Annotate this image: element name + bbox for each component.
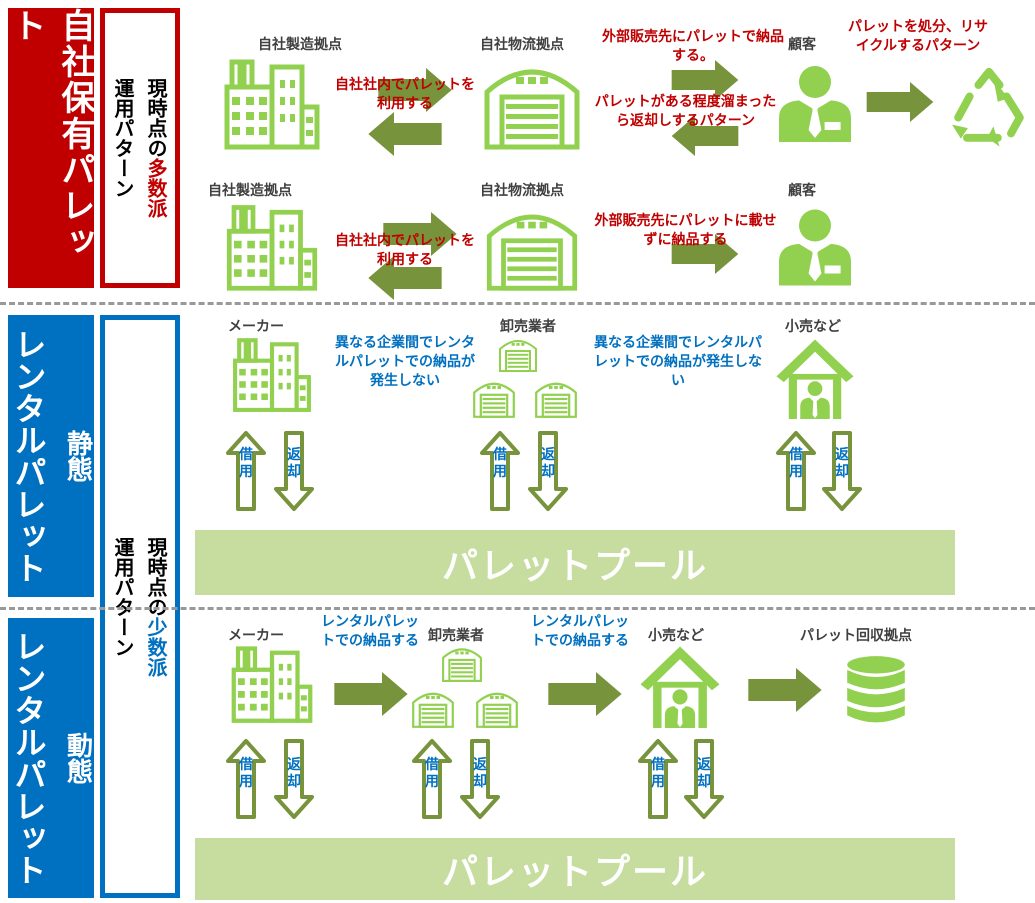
warehouse-icon xyxy=(466,375,522,419)
row1-factory-label: 自社製造拠点 xyxy=(258,37,342,53)
arrow-right-icon xyxy=(740,668,830,712)
rental-static-band: レンタルパレット 静態 xyxy=(8,315,94,597)
arrow-right-icon xyxy=(545,672,625,716)
rental-pattern-minority: 少数派 xyxy=(144,616,168,677)
rental-pattern-line2: 運用パターン xyxy=(111,536,135,657)
return-label: 返却 xyxy=(287,447,301,480)
own-pallet-title: 自社保有パレット xyxy=(6,8,95,260)
recycle-icon xyxy=(945,58,1033,156)
row1-deliver-note: 外部販売先にパレットで納品する。 xyxy=(602,29,784,64)
shop-icon xyxy=(638,640,722,732)
own-pallet-band: 自社保有パレット xyxy=(6,8,95,288)
row3-retail-label: 小売など xyxy=(785,319,841,335)
row1-warehouse-label: 自社物流拠点 xyxy=(480,37,564,53)
borrow-label: 借用 xyxy=(789,447,803,480)
shop-icon xyxy=(774,332,856,424)
borrow-label: 借用 xyxy=(493,447,507,480)
row1-return-note: パレットがある程度溜まったら返却しするパターン xyxy=(594,94,777,129)
row3-wholesaler-label: 卸売業者 xyxy=(500,319,556,335)
warehouse-icon xyxy=(482,52,582,152)
row3-note2: 異なる企業間でレンタルパレットでの納品が発生しない xyxy=(594,335,762,389)
row1-internal-note: 自社社内でパレットを利用する xyxy=(335,77,475,112)
static-label: 静態 xyxy=(62,430,93,482)
row4-retail-label: 小売など xyxy=(648,628,704,644)
row1-recycle-note: パレットを処分、リサイクルするパターン xyxy=(848,19,988,54)
row2-warehouse-label: 自社物流拠点 xyxy=(480,183,564,199)
rental-pattern-line1: 現時点の xyxy=(144,536,168,617)
factory-icon xyxy=(222,640,322,725)
return-label: 返却 xyxy=(835,447,849,480)
factory-icon xyxy=(222,52,322,152)
return-label: 返却 xyxy=(541,447,555,480)
borrow-label: 借用 xyxy=(651,757,665,790)
arrow-left-icon xyxy=(350,112,460,156)
rental-pattern-box: 現時点の少数派 運用パターン xyxy=(100,315,180,898)
return-label: 返却 xyxy=(287,757,301,790)
pallet-pool-dynamic: パレットプール xyxy=(195,838,955,900)
rental-static-title: レンタルパレット xyxy=(9,328,48,584)
borrow-label: 借用 xyxy=(239,447,253,480)
warehouse-icon xyxy=(404,685,462,729)
row2-deliver-note: 外部販売先にパレットに載せずに納品する xyxy=(594,213,777,248)
own-pattern-line1: 現時点の xyxy=(144,78,168,158)
rental-dynamic-title: レンタルパレット xyxy=(9,630,48,886)
warehouse-icon xyxy=(438,641,486,683)
row2-customer-label: 顧客 xyxy=(788,183,816,199)
warehouse-icon xyxy=(482,198,582,293)
customer-icon xyxy=(775,198,855,293)
customer-icon xyxy=(775,52,855,152)
row3-note1: 異なる企業間でレンタルパレットでの納品が発生しない xyxy=(335,335,475,389)
row4-collect-label: パレット回収拠点 xyxy=(800,628,912,644)
own-pattern-majority: 多数派 xyxy=(144,158,168,218)
warehouse-icon xyxy=(528,375,584,419)
row2-internal-note: 自社社内でパレットを利用する xyxy=(335,233,475,268)
separator-1 xyxy=(0,302,1035,305)
own-pattern-box: 現時点の多数派 運用パターン xyxy=(100,8,180,288)
row1-customer-label: 顧客 xyxy=(788,37,816,53)
borrow-label: 借用 xyxy=(239,757,253,790)
pallet-pool-static: パレットプール xyxy=(195,530,955,595)
row4-note1: レンタルパレットでの納品する xyxy=(321,614,419,649)
separator-2 xyxy=(0,607,1035,610)
dynamic-label: 動態 xyxy=(62,732,93,784)
own-pattern-line2: 運用パターン xyxy=(111,78,135,198)
factory-icon xyxy=(222,332,322,414)
database-icon xyxy=(840,645,912,735)
factory-icon xyxy=(222,198,322,293)
row4-note2: レンタルパレットでの納品する xyxy=(531,614,629,649)
row4-wholesaler-label: 卸売業者 xyxy=(428,628,484,644)
arrow-right-icon xyxy=(860,82,940,122)
borrow-label: 借用 xyxy=(425,757,439,790)
warehouse-icon xyxy=(468,685,526,729)
row4-maker-label: メーカー xyxy=(228,628,284,644)
rental-dynamic-band: レンタルパレット 動態 xyxy=(8,618,94,898)
return-label: 返却 xyxy=(697,757,711,790)
row3-maker-label: メーカー xyxy=(228,319,284,335)
return-label: 返却 xyxy=(473,757,487,790)
row2-factory-label: 自社製造拠点 xyxy=(208,183,292,199)
warehouse-icon xyxy=(496,333,540,373)
